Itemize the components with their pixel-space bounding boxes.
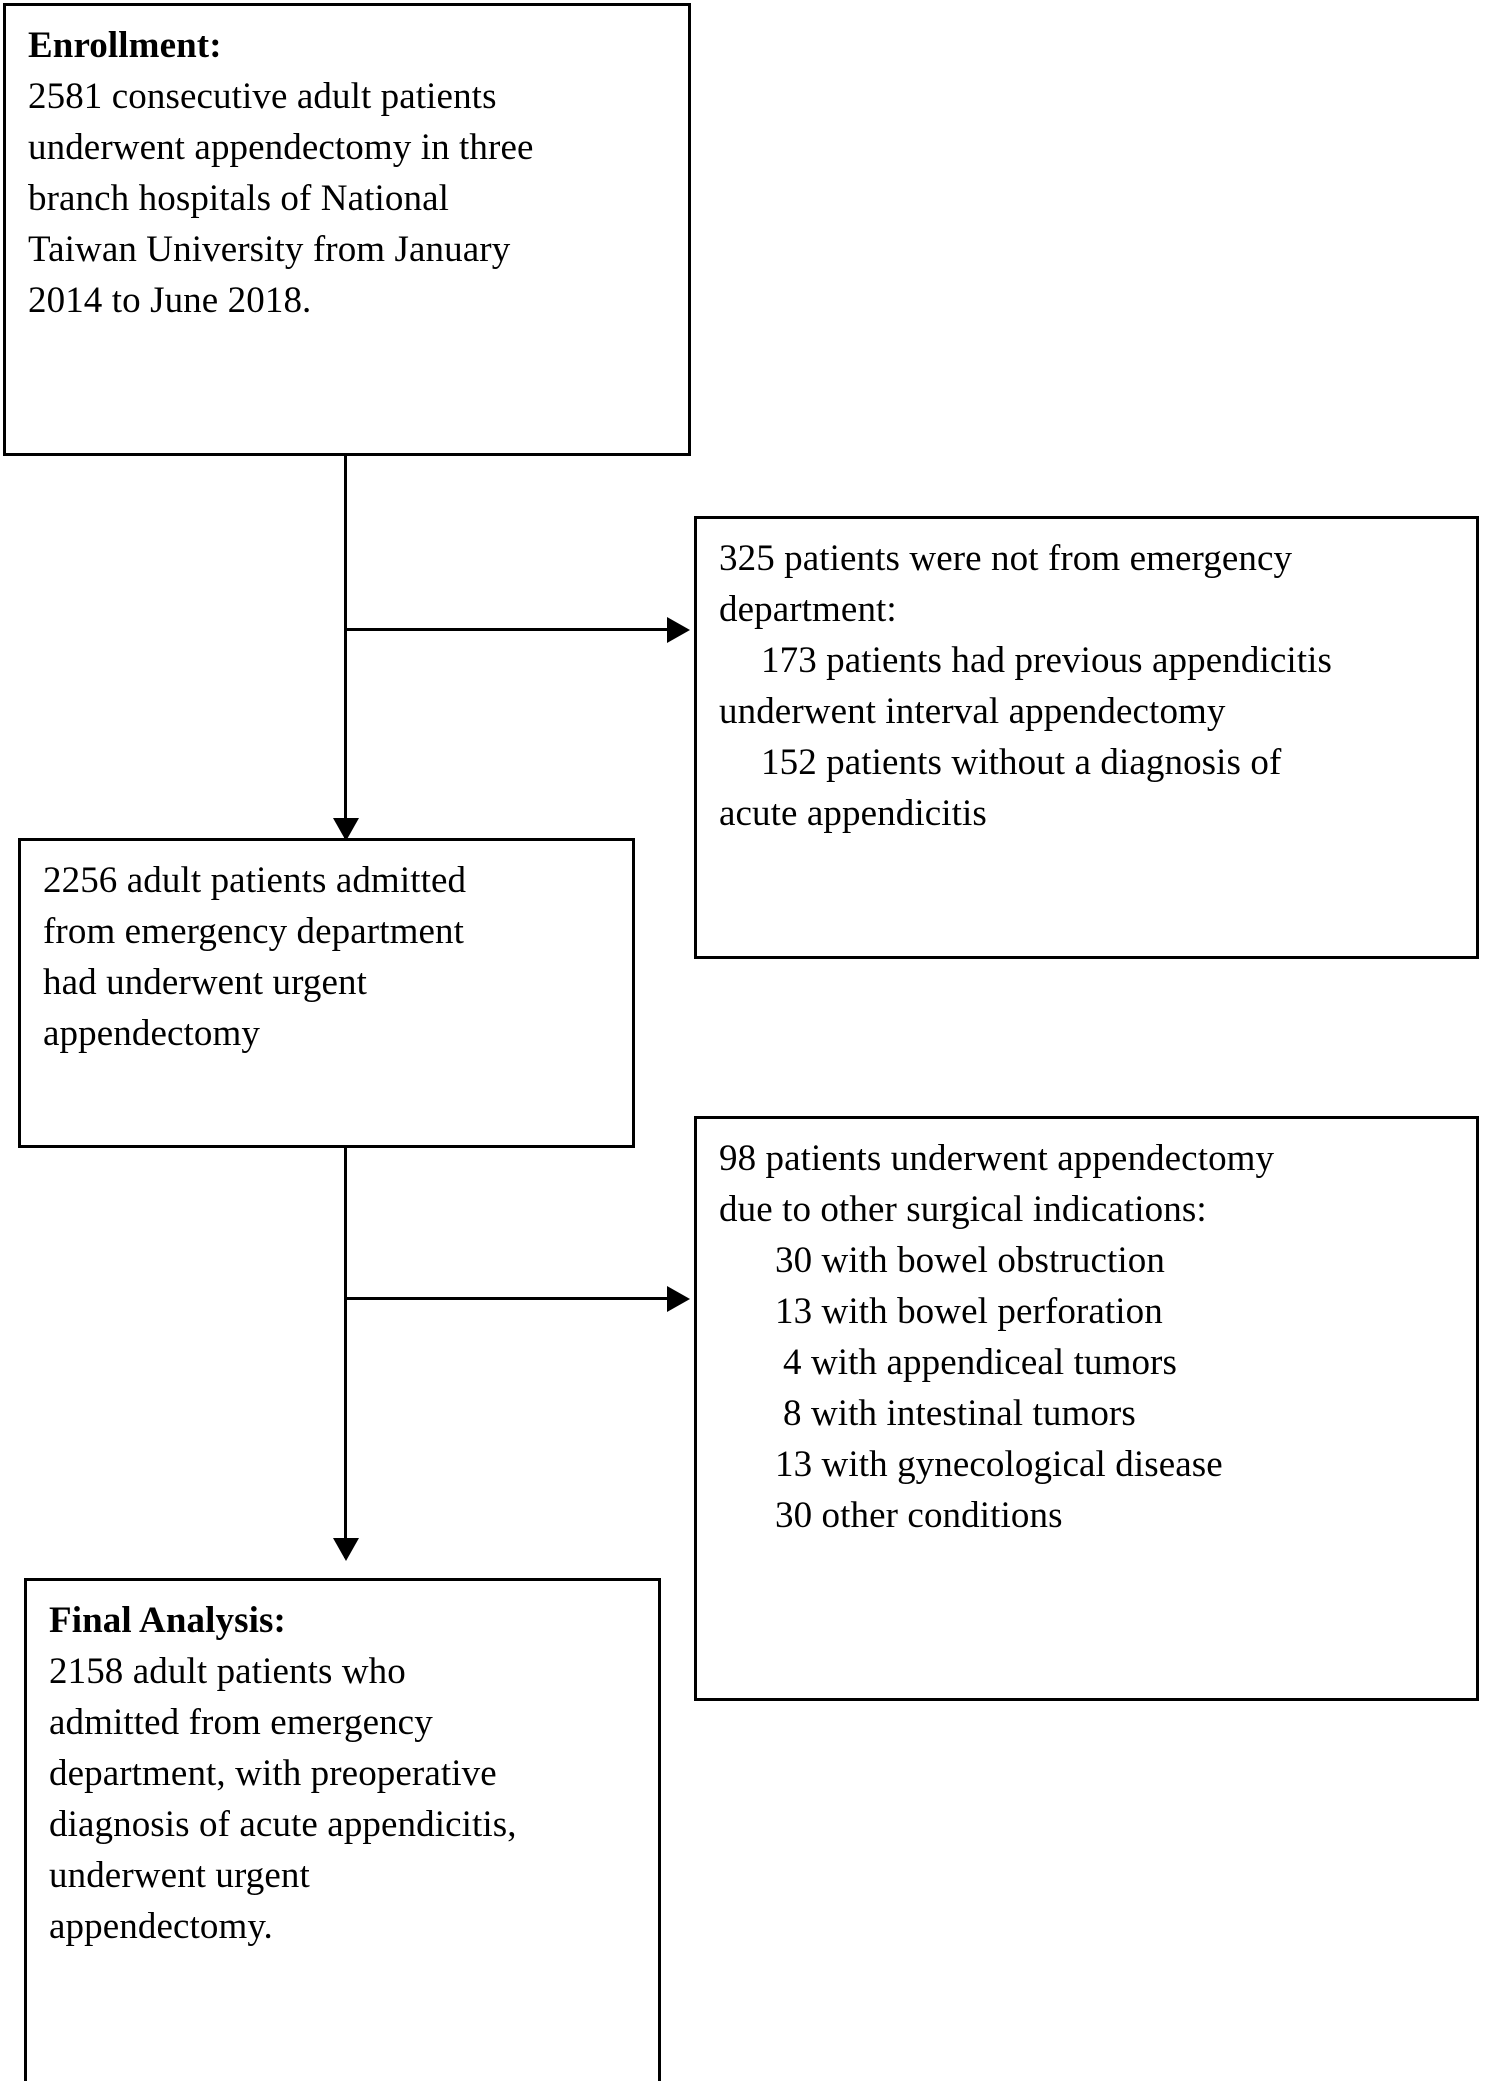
enrollment-line-2: underwent appendectomy in three <box>28 127 534 168</box>
enrollment-heading: Enrollment: <box>28 25 222 66</box>
urgent-appendectomy-line-1: 2256 adult patients admitted <box>43 860 467 901</box>
node-enrollment-body: Enrollment: 2581 consecutive adult patie… <box>6 6 688 336</box>
enrollment-line-5: 2014 to June 2018. <box>28 280 312 321</box>
final-analysis-line-6: appendectomy. <box>49 1906 273 1947</box>
excluded-other-line-7: 13 with gynecological disease <box>775 1444 1223 1485</box>
urgent-appendectomy-line-4: appendectomy <box>43 1013 260 1054</box>
final-analysis-line-4: diagnosis of acute appendicitis, <box>49 1804 517 1845</box>
enrollment-line-1: 2581 consecutive adult patients <box>28 76 497 117</box>
excluded-non-ed-line-6: acute appendicitis <box>719 793 987 834</box>
final-analysis-line-5: underwent urgent <box>49 1855 310 1896</box>
excluded-non-ed-line-3: 173 patients had previous appendicitis <box>761 640 1333 681</box>
node-final-analysis-body: Final Analysis: 2158 adult patients who … <box>27 1581 658 1962</box>
node-excluded-other-indications: 98 patients underwent appendectomy due t… <box>694 1116 1479 1701</box>
enrollment-line-4: Taiwan University from January <box>28 229 511 270</box>
excluded-non-ed-line-5: 152 patients without a diagnosis of <box>761 742 1282 783</box>
final-analysis-line-1: 2158 adult patients who <box>49 1651 406 1692</box>
connector-enrollment-to-urgent-stem <box>344 456 347 838</box>
excluded-other-line-2: due to other surgical indications: <box>719 1189 1207 1230</box>
final-analysis-line-2: admitted from emergency <box>49 1702 433 1743</box>
excluded-non-ed-line-2: department: <box>719 589 897 630</box>
connector-exclusion-2-arrowhead <box>667 1286 690 1312</box>
final-analysis-line-3: department, with preoperative <box>49 1753 497 1794</box>
enrollment-line-3: branch hospitals of National <box>28 178 450 219</box>
connector-exclusion-1-stem <box>344 628 667 631</box>
connector-exclusion-1-arrowhead <box>667 617 690 643</box>
excluded-other-line-6: 8 with intestinal tumors <box>783 1393 1136 1434</box>
node-excluded-non-ed: 325 patients were not from emergency dep… <box>694 516 1479 959</box>
excluded-other-line-8: 30 other conditions <box>775 1495 1063 1536</box>
node-excluded-other-indications-body: 98 patients underwent appendectomy due t… <box>697 1119 1476 1551</box>
connector-urgent-to-final-arrowhead <box>333 1538 359 1561</box>
node-excluded-non-ed-body: 325 patients were not from emergency dep… <box>697 519 1476 849</box>
connector-urgent-to-final-stem <box>344 1148 347 1558</box>
excluded-non-ed-line-1: 325 patients were not from emergency <box>719 538 1293 579</box>
connector-enrollment-to-urgent-arrowhead <box>333 818 359 841</box>
node-urgent-appendectomy-body: 2256 adult patients admitted from emerge… <box>21 841 632 1069</box>
excluded-other-line-3: 30 with bowel obstruction <box>775 1240 1165 1281</box>
final-analysis-heading: Final Analysis: <box>49 1600 286 1641</box>
node-final-analysis: Final Analysis: 2158 adult patients who … <box>24 1578 661 2081</box>
excluded-non-ed-line-4: underwent interval appendectomy <box>719 691 1226 732</box>
excluded-other-line-5: 4 with appendiceal tumors <box>783 1342 1177 1383</box>
excluded-other-line-1: 98 patients underwent appendectomy <box>719 1138 1275 1179</box>
urgent-appendectomy-line-2: from emergency department <box>43 911 464 952</box>
node-urgent-appendectomy: 2256 adult patients admitted from emerge… <box>18 838 635 1148</box>
connector-exclusion-2-stem <box>344 1297 667 1300</box>
node-enrollment: Enrollment: 2581 consecutive adult patie… <box>3 3 691 456</box>
excluded-other-line-4: 13 with bowel perforation <box>775 1291 1163 1332</box>
urgent-appendectomy-line-3: had underwent urgent <box>43 962 367 1003</box>
